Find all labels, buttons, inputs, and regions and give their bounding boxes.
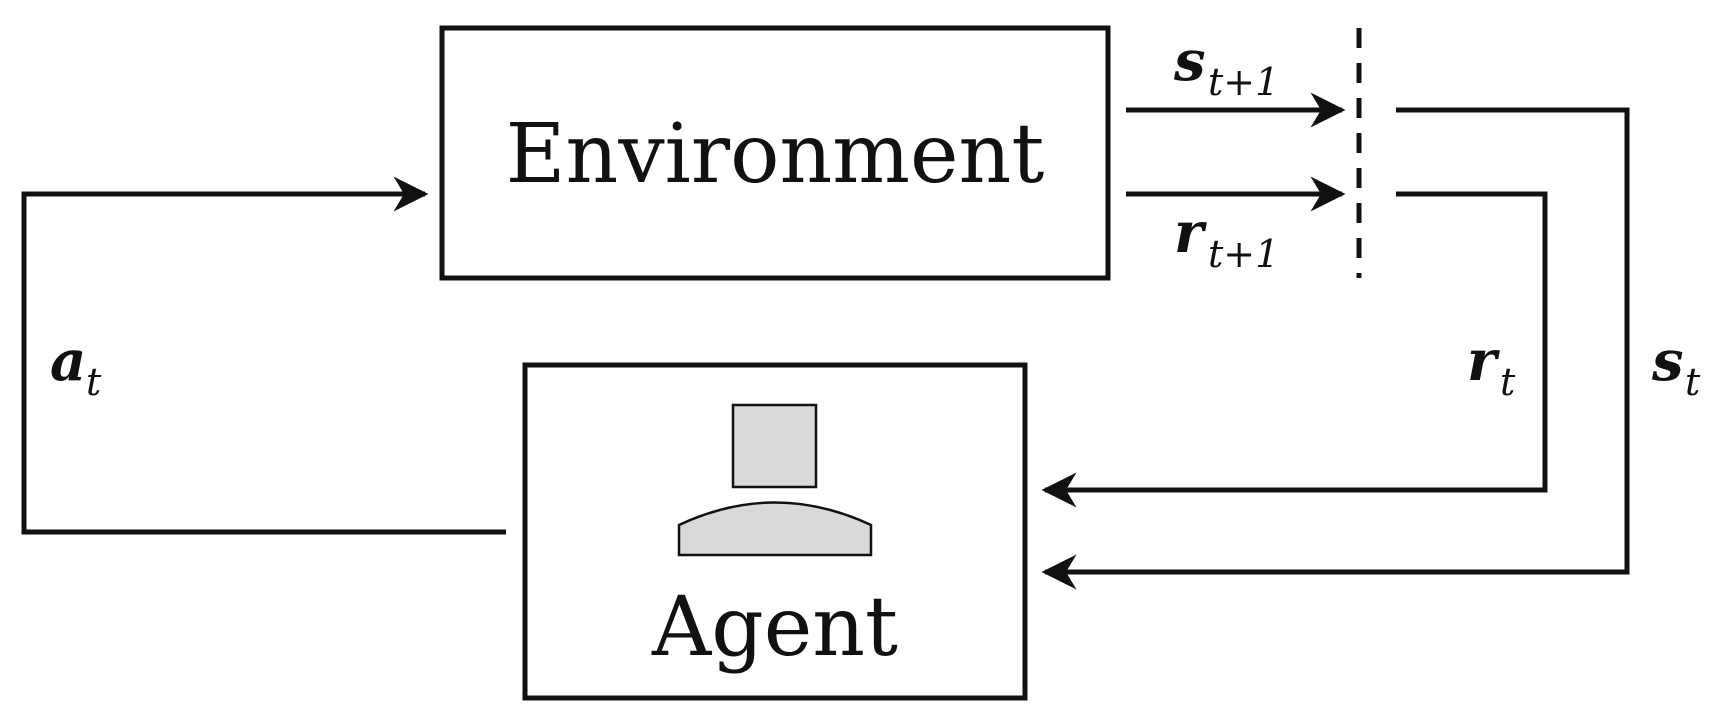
- agent-box: Agent: [522, 362, 1028, 701]
- state-label: s t: [1651, 328, 1701, 404]
- svg-text:t: t: [1685, 360, 1701, 404]
- reward-feedback-path: [1041, 191, 1548, 508]
- next-reward-label: r t+1: [1174, 200, 1279, 276]
- svg-text:t+1: t+1: [1208, 60, 1279, 104]
- svg-text:t: t: [86, 360, 102, 404]
- next-state-label: s t+1: [1173, 28, 1279, 104]
- agent-label: Agent: [651, 580, 898, 675]
- reward-label: r t: [1467, 328, 1516, 404]
- agent-body: [677, 501, 873, 557]
- environment-label: Environment: [506, 107, 1045, 202]
- environment-box: Environment: [439, 25, 1111, 281]
- action-label: a t: [50, 328, 102, 404]
- svg-text:t: t: [1500, 360, 1516, 404]
- svg-text:a: a: [50, 328, 86, 394]
- svg-text:r: r: [1174, 200, 1207, 266]
- svg-text:s: s: [1173, 28, 1206, 94]
- agent-head: [731, 403, 818, 489]
- agent-icon: [677, 403, 873, 557]
- action-path: [21, 176, 506, 535]
- svg-text:r: r: [1467, 328, 1500, 394]
- svg-text:t+1: t+1: [1208, 232, 1279, 276]
- svg-text:s: s: [1651, 328, 1684, 394]
- state-feedback-path: [1041, 107, 1630, 590]
